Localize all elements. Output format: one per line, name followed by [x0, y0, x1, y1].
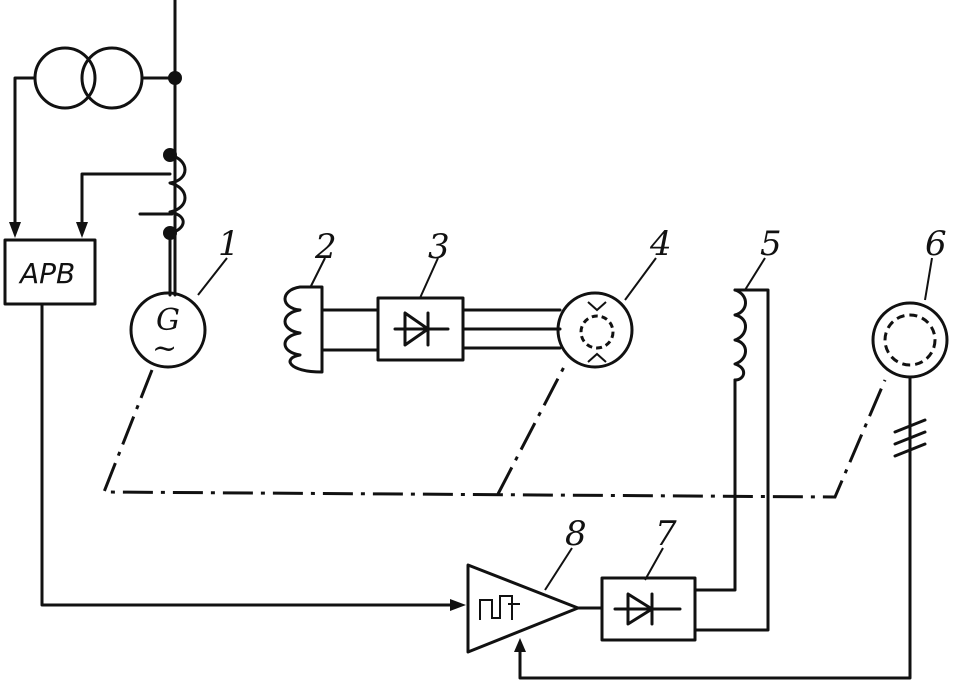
voltage-transformer [9, 46, 177, 238]
exciter-field-winding [283, 285, 380, 374]
label-4: 4 [649, 224, 672, 264]
winding-5 [693, 288, 770, 632]
label-1: 1 [218, 224, 240, 264]
mechanical-shaft-line [101, 369, 887, 499]
regulator-label: АРВ [18, 257, 75, 290]
label-7: 7 [655, 514, 677, 554]
current-transformer [76, 153, 187, 238]
label-6: 6 [925, 224, 947, 264]
label-5: 5 [760, 224, 782, 264]
amplifier [466, 563, 580, 654]
label-2: 2 [314, 227, 337, 267]
voltage-regulator-box: АРВ [3, 238, 97, 306]
generator: G ~ [129, 231, 207, 369]
label-3: 3 [428, 227, 450, 267]
generator-symbol: G [156, 303, 180, 338]
regulator-output-line [40, 302, 457, 607]
generator-wave: ~ [152, 331, 177, 366]
rotation-sensor [514, 301, 949, 680]
rectifier-3 [376, 296, 562, 362]
label-8: 8 [565, 514, 587, 554]
rectifier-7 [576, 576, 697, 642]
exciter-machine [556, 291, 634, 369]
